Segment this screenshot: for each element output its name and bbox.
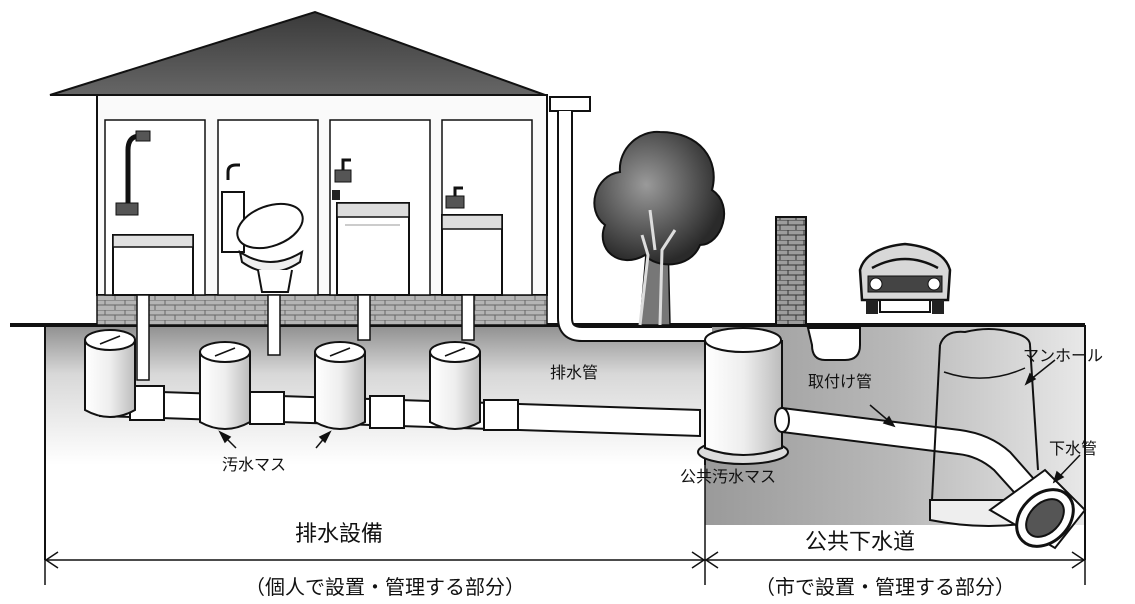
public-basin bbox=[697, 327, 789, 465]
sewage-basin-4 bbox=[429, 341, 481, 430]
washing-machine-icon bbox=[332, 158, 410, 296]
dimension-lines bbox=[44, 465, 1086, 585]
drainage-facility-label: 排水設備 bbox=[295, 522, 383, 547]
car-icon bbox=[858, 242, 952, 314]
sewage-basin-1 bbox=[84, 329, 136, 418]
foundation bbox=[96, 294, 548, 326]
roof bbox=[49, 10, 546, 96]
city-scope-label: （市で設置・管理する部分） bbox=[755, 575, 1015, 599]
connection-pipe-label: 取付け管 bbox=[808, 372, 872, 391]
sewage-basin-3 bbox=[314, 341, 366, 430]
sewer-main-pipe bbox=[988, 468, 1087, 550]
shower-icon bbox=[112, 130, 194, 296]
sewer-pipe-label: 下水管 bbox=[1049, 439, 1097, 458]
house bbox=[49, 10, 548, 381]
tree-icon bbox=[593, 130, 726, 326]
street-inlet bbox=[806, 327, 861, 361]
manhole-label: マンホール bbox=[1023, 346, 1103, 365]
gutter-pipe bbox=[549, 96, 712, 342]
private-scope-label: （個人で設置・管理する部分） bbox=[245, 575, 525, 599]
pointer-arrows bbox=[218, 359, 1081, 484]
sewage-basin-2 bbox=[199, 341, 251, 430]
chimney bbox=[775, 216, 807, 326]
public-sewer-label: 公共下水道 bbox=[805, 530, 915, 555]
drain-pipe-label: 排水管 bbox=[550, 363, 598, 382]
sewage-basin-label: 汚水マス bbox=[222, 455, 286, 474]
toilet-icon bbox=[221, 163, 304, 293]
public-basin-label: 公共汚水マス bbox=[680, 467, 776, 486]
